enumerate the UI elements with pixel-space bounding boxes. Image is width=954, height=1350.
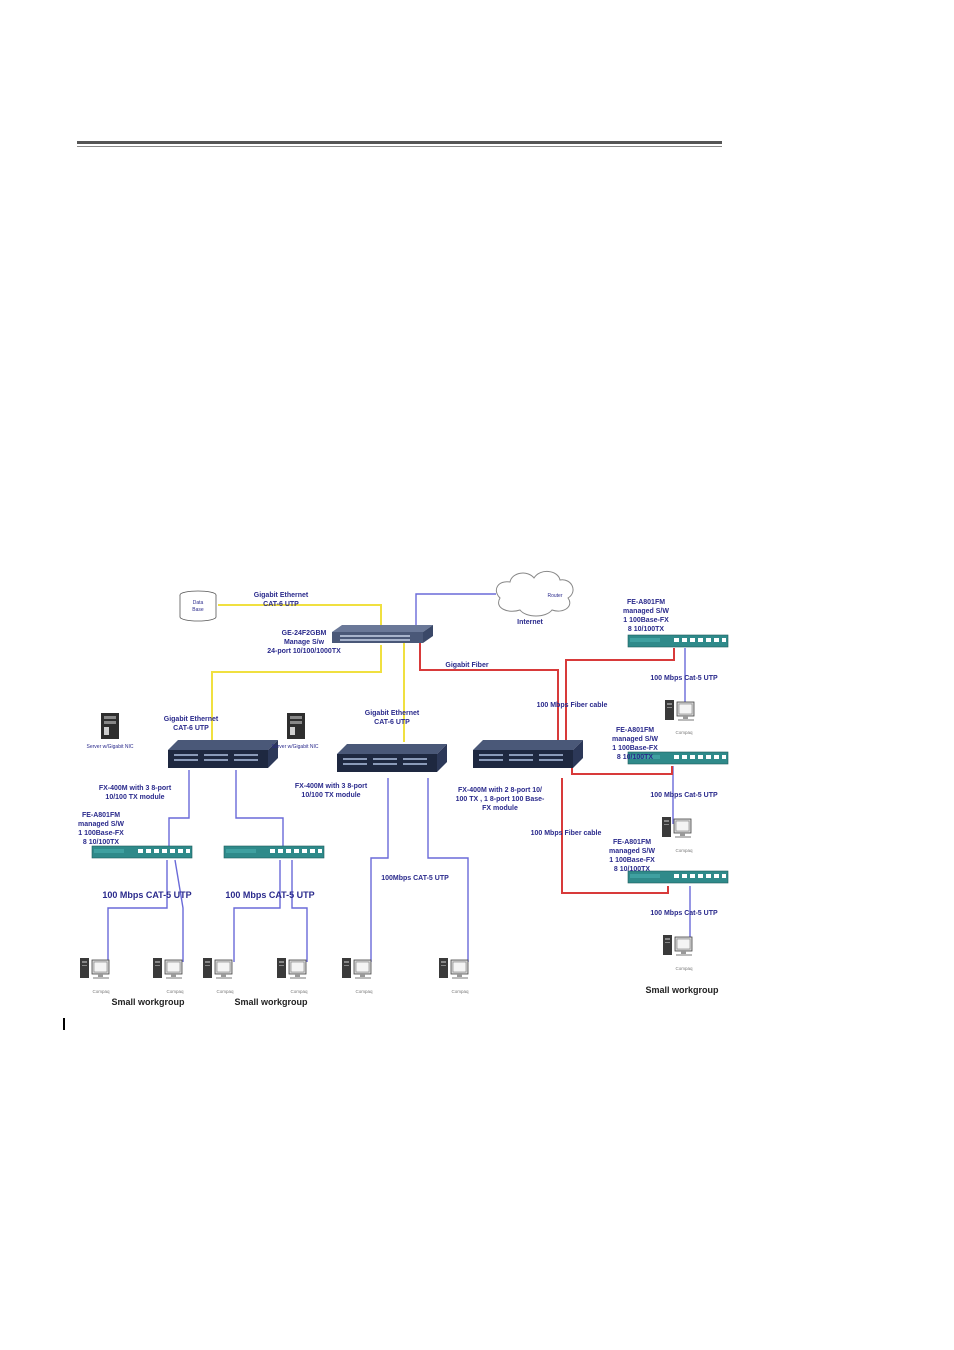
- svg-text:FE-A801FM: FE-A801FM: [82, 812, 120, 819]
- svg-text:Compaq: Compaq: [675, 730, 693, 735]
- fe-a801fm-switch-left-1: [91, 845, 193, 859]
- computer-icon: [341, 957, 372, 980]
- workgroup-label-1: Small workgroup: [111, 997, 185, 1007]
- gig-top-label-2: CAT-6 UTP: [263, 601, 299, 608]
- server-icon-mid: [287, 713, 305, 739]
- svg-text:10/100 TX module: 10/100 TX module: [105, 794, 164, 801]
- svg-text:Compaq: Compaq: [216, 989, 234, 994]
- fe-a801fm-switch-left-2: [223, 845, 325, 859]
- core-switch-label-1: GE-24F2GBM: [282, 630, 327, 637]
- svg-text:FX module: FX module: [482, 805, 518, 812]
- svg-text:FX-400M with 2 8-port 10/: FX-400M with 2 8-port 10/: [458, 787, 542, 794]
- svg-text:Compaq: Compaq: [675, 848, 693, 853]
- svg-text:managed S/W: managed S/W: [612, 736, 658, 743]
- fx400m-switch-right: [473, 740, 583, 768]
- internet-cloud: Router: [495, 571, 574, 617]
- computer-icon: [202, 957, 233, 980]
- svg-text:1 100Base-FX: 1 100Base-FX: [609, 857, 655, 864]
- svg-text:Server w/Gigabit NIC: Server w/Gigabit NIC: [272, 744, 319, 750]
- svg-text:100 Mbps CAT-5 UTP: 100 Mbps CAT-5 UTP: [225, 890, 314, 900]
- link-core-left-switch: [211, 645, 382, 742]
- svg-text:Compaq: Compaq: [92, 989, 110, 994]
- svg-text:Compaq: Compaq: [290, 989, 308, 994]
- svg-text:100 Mbps Fiber cable: 100 Mbps Fiber cable: [537, 702, 608, 709]
- svg-text:Gigabit Ethernet: Gigabit Ethernet: [365, 710, 420, 717]
- svg-text:FX-400M with 3 8-port: FX-400M with 3 8-port: [295, 783, 368, 790]
- svg-text:Compaq: Compaq: [166, 989, 184, 994]
- computer-icon: [152, 957, 183, 980]
- computer-icon: [662, 934, 693, 957]
- fx400m-switch-left: [168, 740, 278, 768]
- svg-text:100Mbps CAT-5 UTP: 100Mbps CAT-5 UTP: [381, 875, 449, 882]
- svg-text:100 Mbps Cat-5 UTP: 100 Mbps Cat-5 UTP: [650, 910, 718, 917]
- fast-ethernet-links: [107, 593, 691, 962]
- svg-text:10/100 TX module: 10/100 TX module: [301, 792, 360, 799]
- svg-text:Server w/Gigabit NIC: Server w/Gigabit NIC: [87, 744, 134, 750]
- database-label-1: Data: [193, 600, 204, 606]
- svg-text:managed S/W: managed S/W: [78, 821, 124, 828]
- header-rule-thin: [77, 146, 722, 147]
- svg-text:FE-A801FM: FE-A801FM: [613, 839, 651, 846]
- svg-text:CAT-6 UTP: CAT-6 UTP: [374, 719, 410, 726]
- svg-text:Compaq: Compaq: [355, 989, 373, 994]
- computer-icon: [276, 957, 307, 980]
- svg-text:1 100Base-FX: 1 100Base-FX: [78, 830, 124, 837]
- svg-text:100 TX , 1 8-port 100 Base-: 100 TX , 1 8-port 100 Base-: [456, 796, 545, 803]
- pc-brand-labels: Compaq Compaq Compaq Compaq Compaq Compa…: [92, 730, 693, 994]
- svg-text:100 Mbps CAT-5 UTP: 100 Mbps CAT-5 UTP: [102, 890, 191, 900]
- database-cylinder: Data Base: [179, 590, 217, 622]
- link-core-fiber: [419, 643, 559, 742]
- gig-top-label-1: Gigabit Ethernet: [254, 592, 309, 599]
- svg-text:Compaq: Compaq: [675, 966, 693, 971]
- header-rule-thick: [77, 141, 722, 144]
- svg-text:Gigabit Ethernet: Gigabit Ethernet: [164, 716, 219, 723]
- workgroup-labels: Small workgroup Small workgroup Small wo…: [111, 985, 719, 1007]
- svg-text:100 Mbps Cat-5 UTP: 100 Mbps Cat-5 UTP: [650, 792, 718, 799]
- svg-text:1 100Base-FX: 1 100Base-FX: [623, 617, 669, 624]
- workgroup-label-2: Small workgroup: [234, 997, 308, 1007]
- svg-text:FE-A801FM: FE-A801FM: [627, 599, 665, 606]
- link-labels: Gigabit Ethernet CAT-6 UTP GE-24F2GBM Ma…: [78, 592, 718, 917]
- svg-text:8 10/100TX: 8 10/100TX: [83, 839, 120, 846]
- fx400m-switch-mid: [337, 744, 447, 772]
- workgroup-label-3: Small workgroup: [645, 985, 719, 995]
- svg-text:1 100Base-FX: 1 100Base-FX: [612, 745, 658, 752]
- svg-text:100 Mbps Fiber cable: 100 Mbps Fiber cable: [531, 830, 602, 837]
- svg-text:CAT-6 UTP: CAT-6 UTP: [173, 725, 209, 732]
- database-label-2: Base: [192, 607, 204, 613]
- core-switch-label-2: Manage S/w: [284, 639, 325, 646]
- computer-icon: [79, 957, 110, 980]
- svg-text:8 10/100TX: 8 10/100TX: [617, 754, 654, 761]
- computer-icon: [438, 957, 469, 980]
- server-icon-left: [101, 713, 119, 739]
- computer-icon: [661, 816, 692, 839]
- fe-a801fm-switch-top: [627, 634, 729, 648]
- computer-icon: [664, 699, 695, 722]
- cloud-label: Router: [547, 593, 562, 599]
- svg-text:managed S/W: managed S/W: [609, 848, 655, 855]
- core-switch-label-3: 24-port 10/100/1000TX: [267, 648, 341, 655]
- svg-text:FX-400M with 3 8-port: FX-400M with 3 8-port: [99, 785, 172, 792]
- link-core-internet: [415, 593, 496, 630]
- margin-change-bar: [63, 1018, 65, 1030]
- core-switch: [332, 625, 433, 643]
- svg-text:8 10/100TX: 8 10/100TX: [614, 866, 651, 873]
- svg-text:100 Mbps Cat-5 UTP: 100 Mbps Cat-5 UTP: [650, 675, 718, 682]
- svg-text:Compaq: Compaq: [451, 989, 469, 994]
- svg-text:managed S/W: managed S/W: [623, 608, 669, 615]
- internet-label: Internet: [517, 619, 543, 626]
- gig-fiber-label: Gigabit Fiber: [445, 662, 488, 669]
- svg-text:FE-A801FM: FE-A801FM: [616, 727, 654, 734]
- svg-text:8 10/100TX: 8 10/100TX: [628, 626, 665, 633]
